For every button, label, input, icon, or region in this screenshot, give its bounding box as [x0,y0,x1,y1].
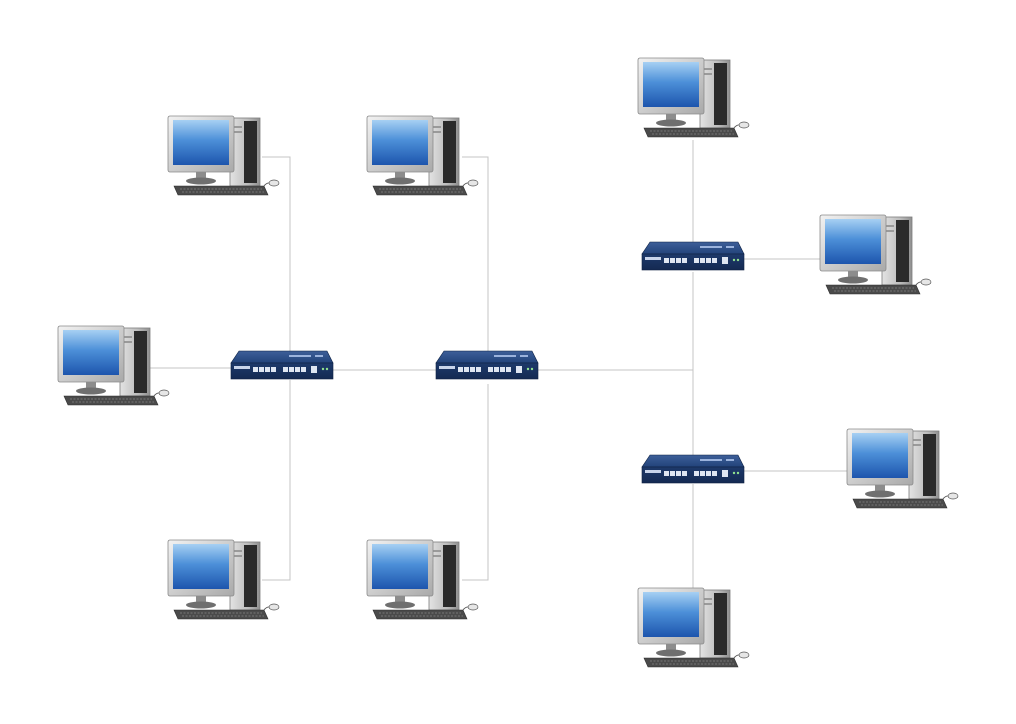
desktop-computer-icon [637,587,750,668]
link-pc4-switch-b [462,156,489,358]
desktop-computer-icon [57,325,170,406]
desktop-computer-icon [167,115,280,196]
network-switch-icon [641,454,745,484]
links [150,140,848,590]
network-switch-icon [641,241,745,271]
network-switch-icon [435,350,539,380]
desktop-computer-icon [846,428,959,509]
link-pc5-switch-b [462,384,489,581]
network-switch-icon [230,350,334,380]
desktop-computer-icon [366,115,479,196]
link-pc1-switch-a [262,156,291,366]
desktop-computer-icon [637,57,750,138]
link-pc3-switch-a [262,380,291,581]
desktop-computer-icon [819,214,932,295]
desktop-computer-icon [366,539,479,620]
